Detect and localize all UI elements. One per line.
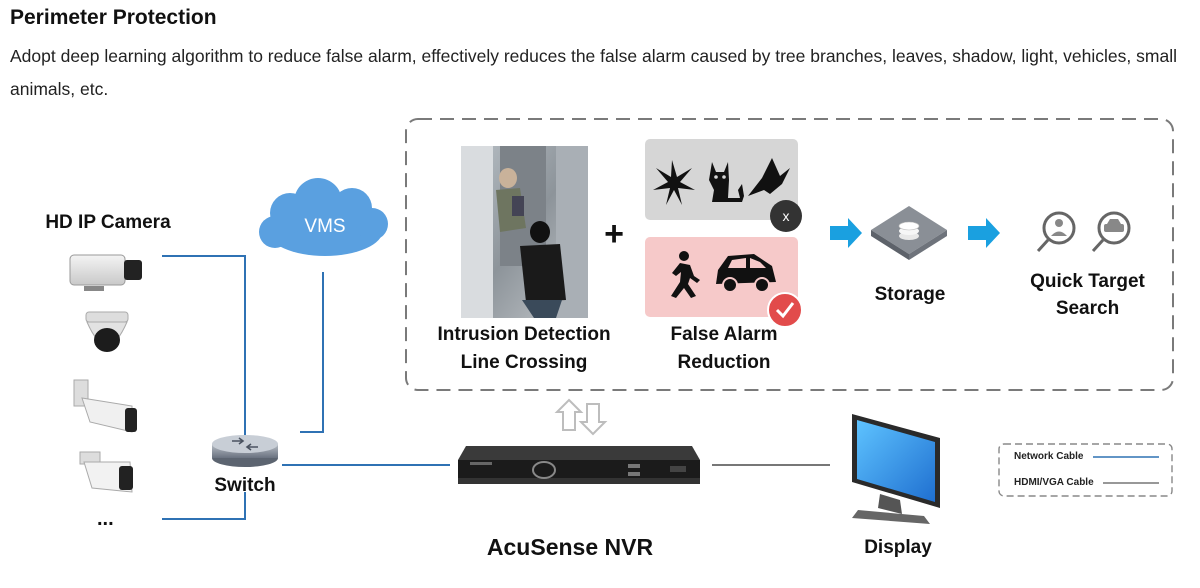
false-alarm-label-line-2: Reduction bbox=[677, 352, 771, 373]
switch-label: Switch bbox=[214, 475, 276, 496]
bird-icon bbox=[748, 158, 790, 196]
network-cables bbox=[162, 255, 450, 520]
intrusion-label-line-1: Intrusion Detection bbox=[437, 324, 611, 345]
switch-icon bbox=[212, 435, 278, 467]
camera-label: HD IP Camera bbox=[45, 212, 171, 233]
arrow-to-search-icon bbox=[968, 218, 1000, 248]
camera-to-switch-cable-top bbox=[162, 255, 246, 438]
switch-to-vms-cable bbox=[300, 272, 324, 433]
accept-badge bbox=[767, 292, 803, 328]
legend-network-label: Network Cable bbox=[1014, 451, 1084, 462]
nvr-device-icon bbox=[458, 446, 700, 484]
legend-hdmi-label: HDMI/VGA Cable bbox=[1014, 477, 1094, 488]
vehicle-search-icon bbox=[1091, 211, 1131, 253]
storage-label: Storage bbox=[874, 284, 946, 305]
leaf-icon bbox=[653, 160, 695, 205]
plus-sign: + bbox=[604, 215, 624, 253]
camera-to-switch-cable-bottom bbox=[162, 492, 246, 520]
search-label-line-2: Search bbox=[1055, 298, 1120, 319]
arrow-to-storage-icon bbox=[830, 218, 862, 248]
false-alarm-label-line-1: False Alarm bbox=[670, 324, 778, 345]
sync-arrows-icon bbox=[554, 398, 608, 436]
dome-camera-icon bbox=[85, 311, 129, 352]
vms-cloud-icon bbox=[259, 178, 388, 256]
face-search-icon bbox=[1036, 211, 1076, 253]
display-label: Display bbox=[864, 537, 932, 558]
page-description: Adopt deep learning algorithm to reduce … bbox=[10, 46, 1177, 99]
search-label-line-1: Quick Target bbox=[1030, 271, 1145, 292]
intrusion-photo bbox=[461, 146, 588, 318]
vms-label: VMS bbox=[304, 216, 346, 237]
bullet-camera-icon bbox=[73, 379, 137, 433]
reject-badge bbox=[770, 200, 802, 232]
analytics-box bbox=[405, 118, 1174, 391]
intrusion-label-line-2: Line Crossing bbox=[460, 352, 588, 373]
reject-mark: x bbox=[783, 208, 790, 224]
pedestrian-icon bbox=[671, 251, 700, 298]
box-camera-icon bbox=[69, 254, 142, 291]
car-icon bbox=[716, 254, 776, 293]
legend-box bbox=[998, 443, 1173, 497]
cat-icon bbox=[709, 162, 744, 202]
check-icon bbox=[775, 302, 795, 319]
display-monitor-icon bbox=[852, 414, 940, 524]
nvr-label: AcuSense NVR bbox=[486, 534, 654, 560]
more-cameras-label: ... bbox=[97, 508, 114, 530]
storage-icon bbox=[871, 206, 947, 260]
page-title: Perimeter Protection bbox=[10, 6, 217, 29]
bullet-camera-2-icon bbox=[79, 451, 133, 493]
